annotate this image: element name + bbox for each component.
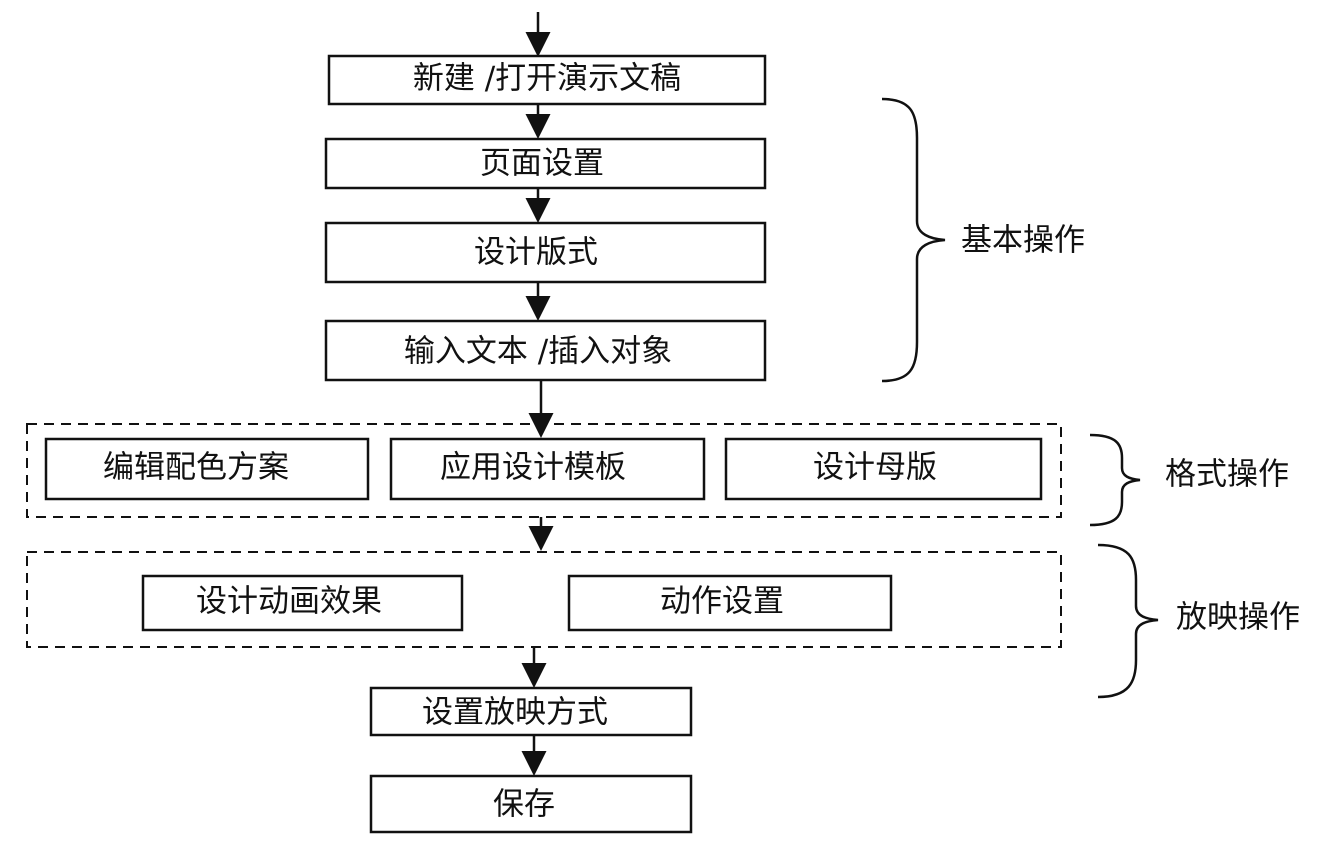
edit-color-label: 编辑配色方案 — [103, 450, 289, 486]
apply-template-label: 应用设计模板 — [440, 450, 626, 486]
action-setup-box — [567, 574, 893, 632]
new-open-box — [327, 54, 767, 106]
show-operations-brace — [1097, 543, 1159, 699]
save-box — [369, 774, 693, 834]
design-master-box — [724, 437, 1043, 501]
new-open-label: 新建 /打开演示文稿 — [413, 61, 681, 97]
show-setup-box — [369, 686, 693, 737]
page-setup-label: 页面设置 — [480, 146, 604, 182]
design-layout-label: 设计版式 — [474, 235, 598, 271]
basic-operations-label: 基本操作 — [961, 223, 1085, 259]
page-setup-box — [324, 137, 767, 190]
input-text-box — [324, 319, 767, 382]
input-text-label: 输入文本 /插入对象 — [404, 334, 672, 370]
design-animation-box — [141, 574, 464, 632]
format-group-box — [26, 423, 1062, 518]
action-setup-label: 动作设置 — [660, 584, 784, 620]
format-operations-label: 格式操作 — [1165, 457, 1289, 493]
format-operations-brace — [1089, 433, 1141, 527]
apply-template-box — [389, 437, 706, 501]
show-group-box — [26, 551, 1062, 648]
design-master-label: 设计母版 — [813, 450, 937, 486]
save-label: 保存 — [493, 787, 555, 823]
design-layout-box — [324, 221, 767, 284]
edit-color-box — [44, 437, 370, 501]
show-setup-label: 设置放映方式 — [422, 695, 608, 731]
basic-operations-brace — [881, 97, 946, 383]
show-operations-label: 放映操作 — [1176, 600, 1300, 636]
design-animation-label: 设计动画效果 — [196, 584, 382, 620]
